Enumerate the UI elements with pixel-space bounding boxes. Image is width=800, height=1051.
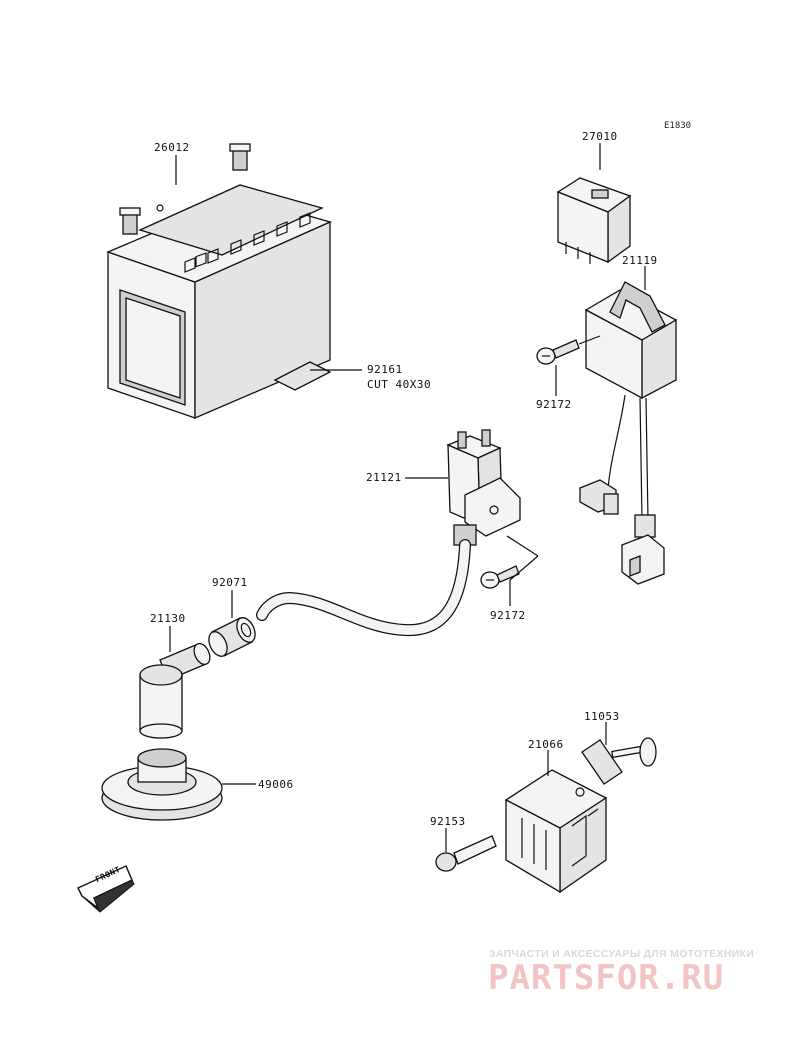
watermark-tagline: ЗАПЧАСТИ И АКСЕССУАРЫ ДЛЯ МОТОТЕХНИКИ — [489, 948, 755, 960]
part-label-26012[interactable]: 26012 — [154, 141, 190, 154]
part-label-11053[interactable]: 11053 — [584, 710, 620, 723]
part-label-49006[interactable]: 49006 — [258, 778, 294, 791]
screw-part[interactable] — [536, 339, 580, 365]
screw-part[interactable] — [480, 565, 520, 589]
part-label-92172-upper[interactable]: 92172 — [536, 398, 572, 411]
ignition-coil-part[interactable] — [446, 429, 521, 546]
bracket-part[interactable] — [581, 737, 657, 785]
part-label-92172-lower[interactable]: 92172 — [490, 609, 526, 622]
bolt-part[interactable] — [435, 835, 497, 872]
part-label-92071[interactable]: 92071 — [212, 576, 248, 589]
regulator-part[interactable] — [504, 769, 608, 894]
cdi-unit-part[interactable] — [579, 281, 678, 585]
relay-part[interactable] — [556, 177, 632, 264]
part-label-21121[interactable]: 21121 — [366, 471, 402, 484]
grommet-part[interactable] — [101, 748, 223, 821]
part-label-92153[interactable]: 92153 — [430, 815, 466, 828]
cap-part[interactable] — [205, 615, 258, 659]
part-label-27010[interactable]: 27010 — [582, 130, 618, 143]
part-label-21066[interactable]: 21066 — [528, 738, 564, 751]
battery-part[interactable] — [106, 143, 332, 419]
diagram-code: E1830 — [664, 121, 692, 131]
part-label-21119[interactable]: 21119 — [622, 254, 658, 267]
spark-plug-cap-part[interactable] — [139, 641, 213, 739]
watermark-logo: PARTSFOR.RU — [488, 958, 725, 998]
part-label-21130[interactable]: 21130 — [150, 612, 186, 625]
high-tension-lead-part[interactable] — [256, 539, 471, 637]
front-arrow-icon — [77, 865, 135, 913]
part-label-92161[interactable]: 92161 — [367, 363, 403, 376]
part-note-92161: CUT 40X30 — [367, 378, 432, 391]
